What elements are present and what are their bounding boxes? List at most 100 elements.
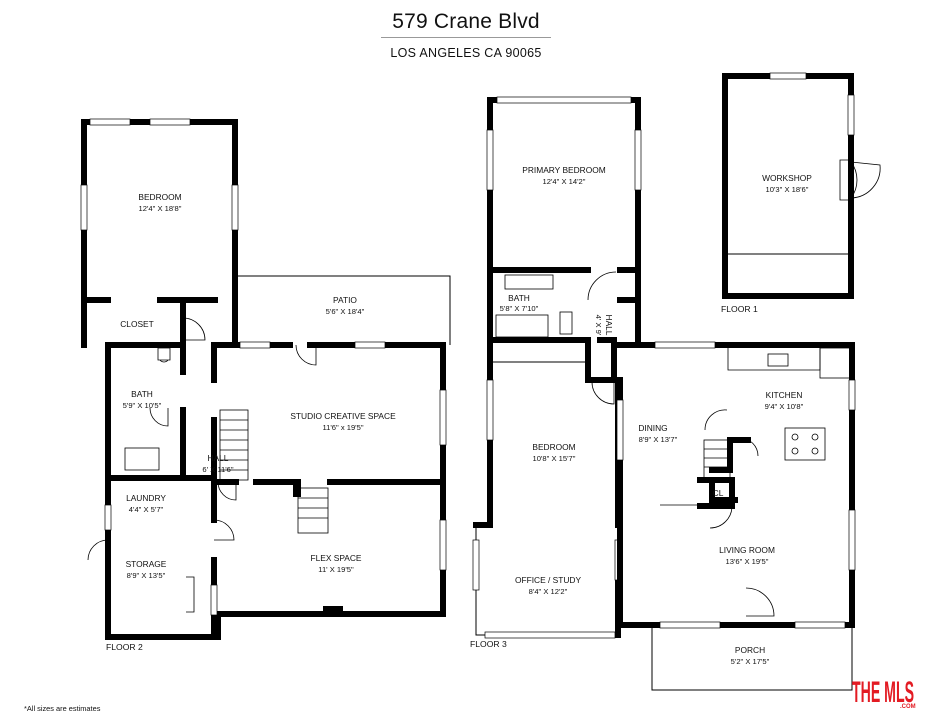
door-swing: [182, 317, 206, 341]
room-name: BEDROOM: [138, 192, 181, 202]
window: [486, 379, 494, 441]
main-house-walls: [617, 342, 855, 628]
door-swing: [850, 161, 881, 199]
room-dims: 5'2" X 17'5": [731, 657, 770, 666]
door-swing: [587, 271, 617, 301]
door-swing: [709, 505, 733, 529]
bath-f3-walls: [487, 337, 655, 383]
floor-label: FLOOR 2: [106, 642, 143, 652]
patio-outline: [237, 275, 451, 345]
workbench: [839, 159, 853, 201]
room-dims: 9'4" X 10'8": [765, 402, 804, 411]
stairs-f1: [703, 439, 731, 479]
window: [847, 94, 855, 136]
city-subtitle: LOS ANGELES CA 90065: [390, 46, 542, 60]
room-name: OFFICE / STUDY: [515, 575, 581, 585]
window: [794, 621, 846, 629]
window: [80, 184, 88, 231]
window: [848, 509, 856, 571]
window: [486, 129, 494, 191]
room-dims: 10'8" X 15'7": [533, 454, 576, 463]
door-swing: [149, 407, 169, 427]
window: [848, 379, 856, 411]
room-dims: 13'6" X 19'5": [726, 557, 769, 566]
window: [496, 96, 632, 104]
room-dims: 8'4" X 12'2": [529, 587, 568, 596]
room-name: HALL: [208, 453, 229, 463]
floor-label: FLOOR 1: [721, 304, 758, 314]
toilet: [157, 347, 171, 363]
primary-bedroom-walls: [487, 97, 641, 348]
door-swing: [295, 344, 317, 366]
window: [239, 341, 271, 349]
room-dims: 5'6" X 18'4": [326, 307, 365, 316]
bedroom-f2-walls: [81, 119, 238, 348]
door-swing: [704, 409, 728, 431]
room-name: DINING: [638, 423, 667, 433]
window: [439, 389, 447, 446]
storage-shelf: [186, 576, 195, 613]
room-dims: 8'9" X 13'5": [127, 571, 166, 580]
stairs-f2-hall: [219, 409, 249, 481]
left-outer-wall: [105, 342, 221, 640]
room-name: BATH: [508, 293, 530, 303]
room-dims: 5'9" X 10'5": [123, 401, 162, 410]
room-name: PORCH: [735, 645, 765, 655]
floor-2-plan: [80, 118, 451, 640]
room-name: STUDIO CREATIVE SPACE: [290, 411, 396, 421]
door-swing: [213, 519, 235, 541]
window: [210, 584, 218, 616]
window: [231, 184, 239, 231]
floor-3-plan: [472, 96, 655, 639]
door-swing: [745, 587, 775, 617]
window: [439, 519, 447, 571]
room-dims: 11' X 19'5": [318, 565, 354, 574]
closet-cl-walls: [697, 477, 735, 509]
bath-fixtures: [495, 274, 573, 338]
room-name: BATH: [131, 389, 153, 399]
address-title: 579 Crane Blvd: [392, 10, 540, 33]
mls-logo-suffix: .COM: [900, 704, 916, 710]
window: [634, 129, 642, 191]
vanity: [124, 447, 160, 471]
room-name: CLOSET: [120, 319, 154, 329]
room-name: FLEX SPACE: [310, 553, 361, 563]
room-name: STORAGE: [126, 559, 167, 569]
room-dims: 5'8" X 7'10": [500, 304, 539, 313]
room-dims: 12'4" X 14'2": [543, 177, 586, 186]
room-name: KITCHEN: [766, 390, 803, 400]
stairs-f2-flex: [297, 487, 329, 534]
window: [769, 72, 807, 80]
door-swing: [739, 437, 759, 457]
room-name: BEDROOM: [532, 442, 575, 452]
window: [654, 341, 716, 349]
post: [293, 485, 301, 497]
door-swing: [217, 481, 237, 501]
kitchen-counters: [727, 347, 851, 461]
floor-1-plan: [616, 72, 881, 691]
title-divider: [381, 37, 551, 38]
room-name: LAUNDRY: [126, 493, 166, 503]
post: [323, 606, 343, 614]
window: [89, 118, 131, 126]
window: [484, 631, 616, 639]
door-swing: [850, 161, 858, 199]
room-dims: 4' X 9': [594, 315, 603, 336]
workshop-walls: [722, 73, 854, 299]
room-dims: 12'4" X 18'8": [139, 204, 182, 213]
door-swing: [591, 381, 615, 405]
room-name: PATIO: [333, 295, 357, 305]
mls-logo-text: THE MLS: [852, 676, 914, 709]
room-dims: 11'6" x 19'5": [322, 423, 363, 432]
window: [659, 621, 721, 629]
window: [149, 118, 191, 126]
room-dims: 6' X 11'6": [202, 465, 234, 474]
floor-label: FLOOR 3: [470, 639, 507, 649]
window: [354, 341, 386, 349]
room-dims: 8'9" X 13'7": [639, 435, 678, 444]
footnote: *All sizes are estimates: [24, 704, 101, 713]
room-name: PRIMARY BEDROOM: [522, 165, 605, 175]
window: [472, 539, 480, 591]
room-name: LIVING ROOM: [719, 545, 775, 555]
